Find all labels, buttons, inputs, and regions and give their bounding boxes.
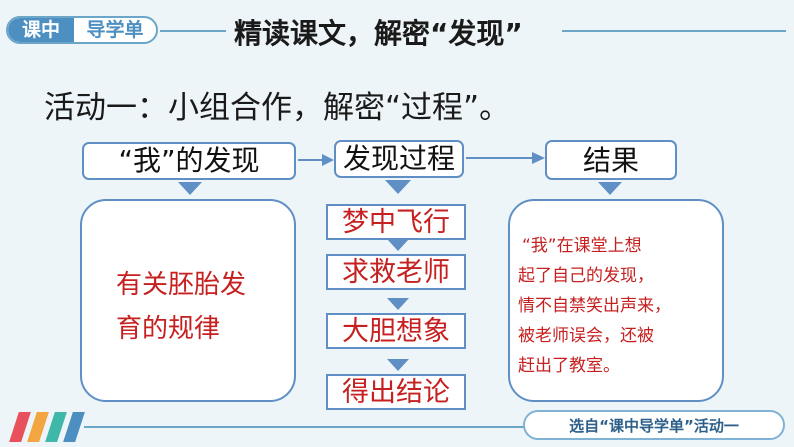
discovery-text-line: 育的规律 xyxy=(116,314,221,344)
badge-left: 课中 xyxy=(8,18,74,42)
page-title: 精读课文，解密“发现” xyxy=(234,17,523,50)
source-text: 选自“课中导学单”活动一 xyxy=(569,417,739,435)
result-text-line: 赶出了教室。 xyxy=(518,356,620,376)
discovery-text-line: 有关胚胎发 xyxy=(116,270,247,300)
section-badge: 课中 导学单 xyxy=(6,16,158,44)
column-header-result: 结果 xyxy=(545,140,677,180)
column-header-discovery: “我”的发现 xyxy=(82,142,296,180)
result-text-line: 起了自己的发现， xyxy=(518,266,654,286)
result-box: “我”在课堂上想 起了自己的发现， 情不自禁笑出声来， 被老师误会，还被 赶出了… xyxy=(508,199,724,402)
source-badge: 选自“课中导学单”活动一 xyxy=(523,410,785,440)
arrow-right-icon xyxy=(298,154,334,166)
column-header-process: 发现过程 xyxy=(334,140,464,178)
discovery-box: 有关胚胎发 育的规律 xyxy=(80,199,296,402)
process-step: 梦中飞行 xyxy=(326,204,466,240)
process-step: 得出结论 xyxy=(326,374,466,410)
arrow-down-icon xyxy=(387,239,409,251)
arrow-down-icon xyxy=(387,298,409,310)
arrow-right-icon xyxy=(466,152,545,164)
arrow-down-icon xyxy=(387,359,409,371)
footer-divider xyxy=(84,426,524,428)
arrow-down-icon xyxy=(598,182,622,195)
activity-title: 活动一：小组合作，解密“过程”。 xyxy=(44,90,511,126)
result-text-line: 情不自禁笑出声来， xyxy=(518,296,671,316)
header-divider-right xyxy=(562,30,786,32)
result-text-line: 被老师误会，还被 xyxy=(518,326,654,346)
process-step: 求救老师 xyxy=(326,254,466,290)
arrow-down-icon xyxy=(385,180,411,194)
result-text-line: “我”在课堂上想 xyxy=(522,236,642,256)
process-step: 大胆想象 xyxy=(326,313,466,349)
arrow-down-icon xyxy=(178,182,202,195)
badge-right: 导学单 xyxy=(86,19,144,41)
header-divider-left xyxy=(160,30,226,32)
